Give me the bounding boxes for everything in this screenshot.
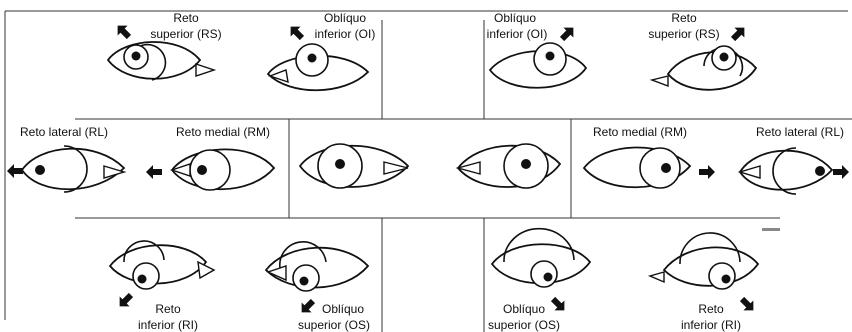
label-ri-left-line2: inferior (RI) <box>681 318 741 332</box>
eye-icon <box>584 147 690 188</box>
label-os-left-line2: superior (OS) <box>488 318 560 332</box>
label-rm-left: Reto medial (RM) <box>593 125 687 139</box>
panel-rm-right-eye: Reto medial (RM) <box>146 125 274 190</box>
panel-os-right-eye: Oblíquo superior (OS) <box>266 242 370 332</box>
label-ri-right-line1: Reto <box>155 302 181 316</box>
label-rs-left-line1: Reto <box>671 11 697 25</box>
eye-icon <box>300 144 408 188</box>
panel-rl-left-eye: Reto lateral (RL) <box>740 125 849 194</box>
eye-icon <box>110 241 214 289</box>
eye-icon <box>490 43 586 88</box>
label-rl-left: Reto lateral (RL) <box>756 125 844 139</box>
arrow-icon <box>557 23 578 44</box>
eye-icon <box>22 146 124 192</box>
arrow-icon <box>833 165 849 179</box>
panel-ri-left-eye: Reto inferior (RI) <box>650 233 758 332</box>
eye-icon <box>108 42 214 80</box>
label-rs-right-line1: Reto <box>173 11 199 25</box>
eye-icon <box>650 233 758 289</box>
eye-icon <box>266 242 368 291</box>
arrow-icon <box>113 21 134 42</box>
label-rl-right: Reto lateral (RL) <box>20 125 108 139</box>
label-os-left-line1: Oblíquo <box>503 302 545 316</box>
tiny-mark <box>762 228 780 231</box>
label-os-right-line1: Oblíquo <box>322 302 364 316</box>
label-ri-right-line2: inferior (RI) <box>138 318 198 332</box>
arrow-icon <box>115 290 136 311</box>
arrow-icon <box>286 22 307 43</box>
eye-icon <box>652 46 756 90</box>
label-rs-left-line2: superior (RS) <box>648 27 719 41</box>
panel-os-left-eye: Oblíquo superior (OS) <box>488 229 590 332</box>
primary-gaze-left-eye <box>458 144 560 188</box>
eye-icon <box>492 229 590 287</box>
eye-icon <box>268 44 368 90</box>
label-oi-left-line2: inferior (OI) <box>487 27 548 41</box>
arrow-icon <box>7 164 23 178</box>
eye-icon <box>458 144 560 188</box>
panel-oi-left-eye: Oblíquo inferior (OI) <box>487 11 586 88</box>
arrow-icon <box>737 294 758 315</box>
eye-icon <box>172 149 274 190</box>
eye-icon <box>740 148 832 194</box>
label-rm-right: Reto medial (RM) <box>176 125 270 139</box>
arrow-icon <box>728 23 749 44</box>
arrow-icon <box>146 165 162 179</box>
arrow-icon <box>548 294 569 315</box>
arrow-icon <box>699 165 715 179</box>
label-ri-left-line1: Reto <box>698 302 724 316</box>
panel-oi-right-eye: Oblíquo inferior (OI) <box>268 11 375 90</box>
panel-ri-right-eye: Reto inferior (RI) <box>110 241 214 332</box>
label-oi-left-line1: Oblíquo <box>494 11 536 25</box>
primary-gaze-right-eye <box>300 144 408 188</box>
label-os-right-line2: superior (OS) <box>298 318 370 332</box>
label-oi-right-line2: inferior (OI) <box>315 27 376 41</box>
arrow-icon <box>297 296 318 317</box>
panel-rl-right-eye: Reto lateral (RL) <box>7 125 124 192</box>
panel-rm-left-eye: Reto medial (RM) <box>584 125 715 188</box>
label-rs-right-line2: superior (RS) <box>150 27 221 41</box>
label-oi-right-line1: Oblíquo <box>324 11 366 25</box>
panel-rs-left-eye: Reto superior (RS) <box>648 11 756 90</box>
panel-rs-right-eye: Reto superior (RS) <box>108 11 222 80</box>
